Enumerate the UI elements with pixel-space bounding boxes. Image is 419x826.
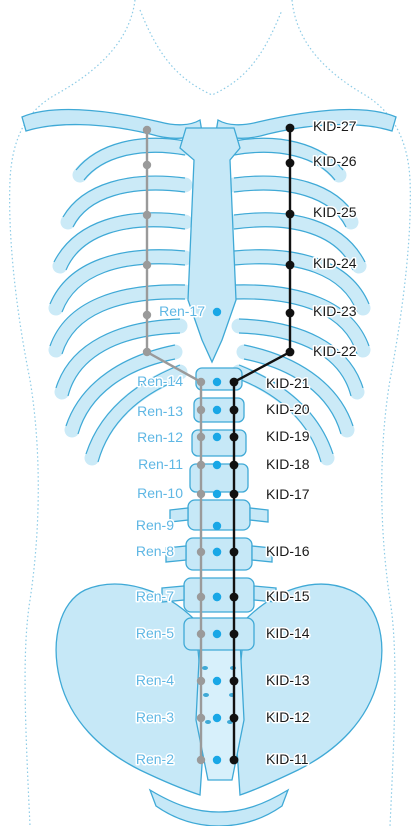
ren-label: Ren-12	[137, 429, 183, 445]
kid-label: KID-26	[313, 153, 357, 169]
ren-label: Ren-3	[136, 709, 174, 725]
kid-point	[230, 714, 239, 723]
kid-label: KID-17	[266, 486, 310, 502]
ren-label: Ren-17	[159, 303, 205, 319]
left-channel-point	[197, 548, 205, 556]
kid-label: KID-12	[266, 709, 310, 725]
kid-point	[286, 348, 295, 357]
kid-label: KID-23	[313, 303, 357, 319]
ren-label: Ren-7	[136, 588, 174, 604]
left-ilium	[56, 584, 205, 795]
kid-point	[230, 756, 239, 765]
kid-point	[230, 378, 239, 387]
ren-point	[213, 308, 221, 316]
left-channel-point	[197, 593, 205, 601]
left-channel-point	[197, 490, 205, 498]
ren-label: Ren-13	[137, 403, 183, 419]
left-channel-point	[197, 756, 205, 764]
left-channel-point	[143, 261, 151, 269]
left-channel-point	[143, 311, 151, 319]
kid-point	[286, 124, 295, 133]
left-clavicle	[22, 110, 202, 139]
ren-label: Ren-14	[137, 373, 183, 389]
ren-point	[213, 378, 221, 386]
right-clavicle	[216, 110, 396, 139]
kid-label: KID-24	[313, 255, 357, 271]
left-channel-point	[197, 677, 205, 685]
ren-label: Ren-8	[136, 543, 174, 559]
kid-point	[230, 490, 239, 499]
kid-point	[230, 548, 239, 557]
ren-point	[213, 490, 221, 498]
left-channel-point	[143, 161, 151, 169]
kid-label: KID-19	[266, 428, 310, 444]
kid-label: KID-13	[266, 672, 310, 688]
ren-point	[213, 433, 221, 441]
left-channel-point	[197, 714, 205, 722]
left-channel-point	[143, 126, 151, 134]
kid-point	[230, 433, 239, 442]
left-channel-point	[143, 211, 151, 219]
ren-point	[213, 522, 221, 530]
kid-point	[230, 593, 239, 602]
kid-label: KID-20	[266, 401, 310, 417]
kid-point	[286, 309, 295, 318]
kid-point	[286, 210, 295, 219]
kid-label: KID-15	[266, 588, 310, 604]
ren-point	[213, 593, 221, 601]
kid-point	[230, 406, 239, 415]
sternum	[180, 128, 240, 362]
kid-label: KID-25	[313, 204, 357, 220]
left-channel-point	[197, 461, 205, 469]
ren-label: Ren-10	[137, 485, 183, 501]
left-channel-point	[143, 348, 151, 356]
kid-point	[230, 677, 239, 686]
ren-point	[213, 406, 221, 414]
kid-label: KID-14	[266, 625, 310, 641]
ren-label: Ren-4	[136, 672, 174, 688]
kid-label: KID-21	[266, 375, 310, 391]
kid-label: KID-16	[266, 543, 310, 559]
pubis	[150, 790, 288, 826]
ren-label: Ren-5	[136, 625, 174, 641]
kid-label: KID-22	[313, 343, 357, 359]
ren-label: Ren-2	[136, 751, 174, 767]
ren-label: Ren-11	[138, 456, 183, 472]
kid-label: KID-18	[266, 456, 310, 472]
ren-point	[213, 714, 221, 722]
ren-label: Ren-9	[136, 517, 174, 533]
left-channel-point	[197, 630, 205, 638]
kid-label: KID-11	[266, 751, 309, 767]
ren-point	[213, 548, 221, 556]
kid-point	[230, 630, 239, 639]
ren-point	[213, 677, 221, 685]
left-channel-point	[197, 433, 205, 441]
kid-point	[230, 461, 239, 470]
kid-point	[286, 159, 295, 168]
ren-point	[213, 756, 221, 764]
left-channel-point	[197, 378, 205, 386]
kid-point	[286, 261, 295, 270]
kid-label: KID-27	[313, 118, 357, 134]
left-channel-point	[197, 406, 205, 414]
ren-point	[213, 630, 221, 638]
ren-point	[213, 461, 221, 469]
